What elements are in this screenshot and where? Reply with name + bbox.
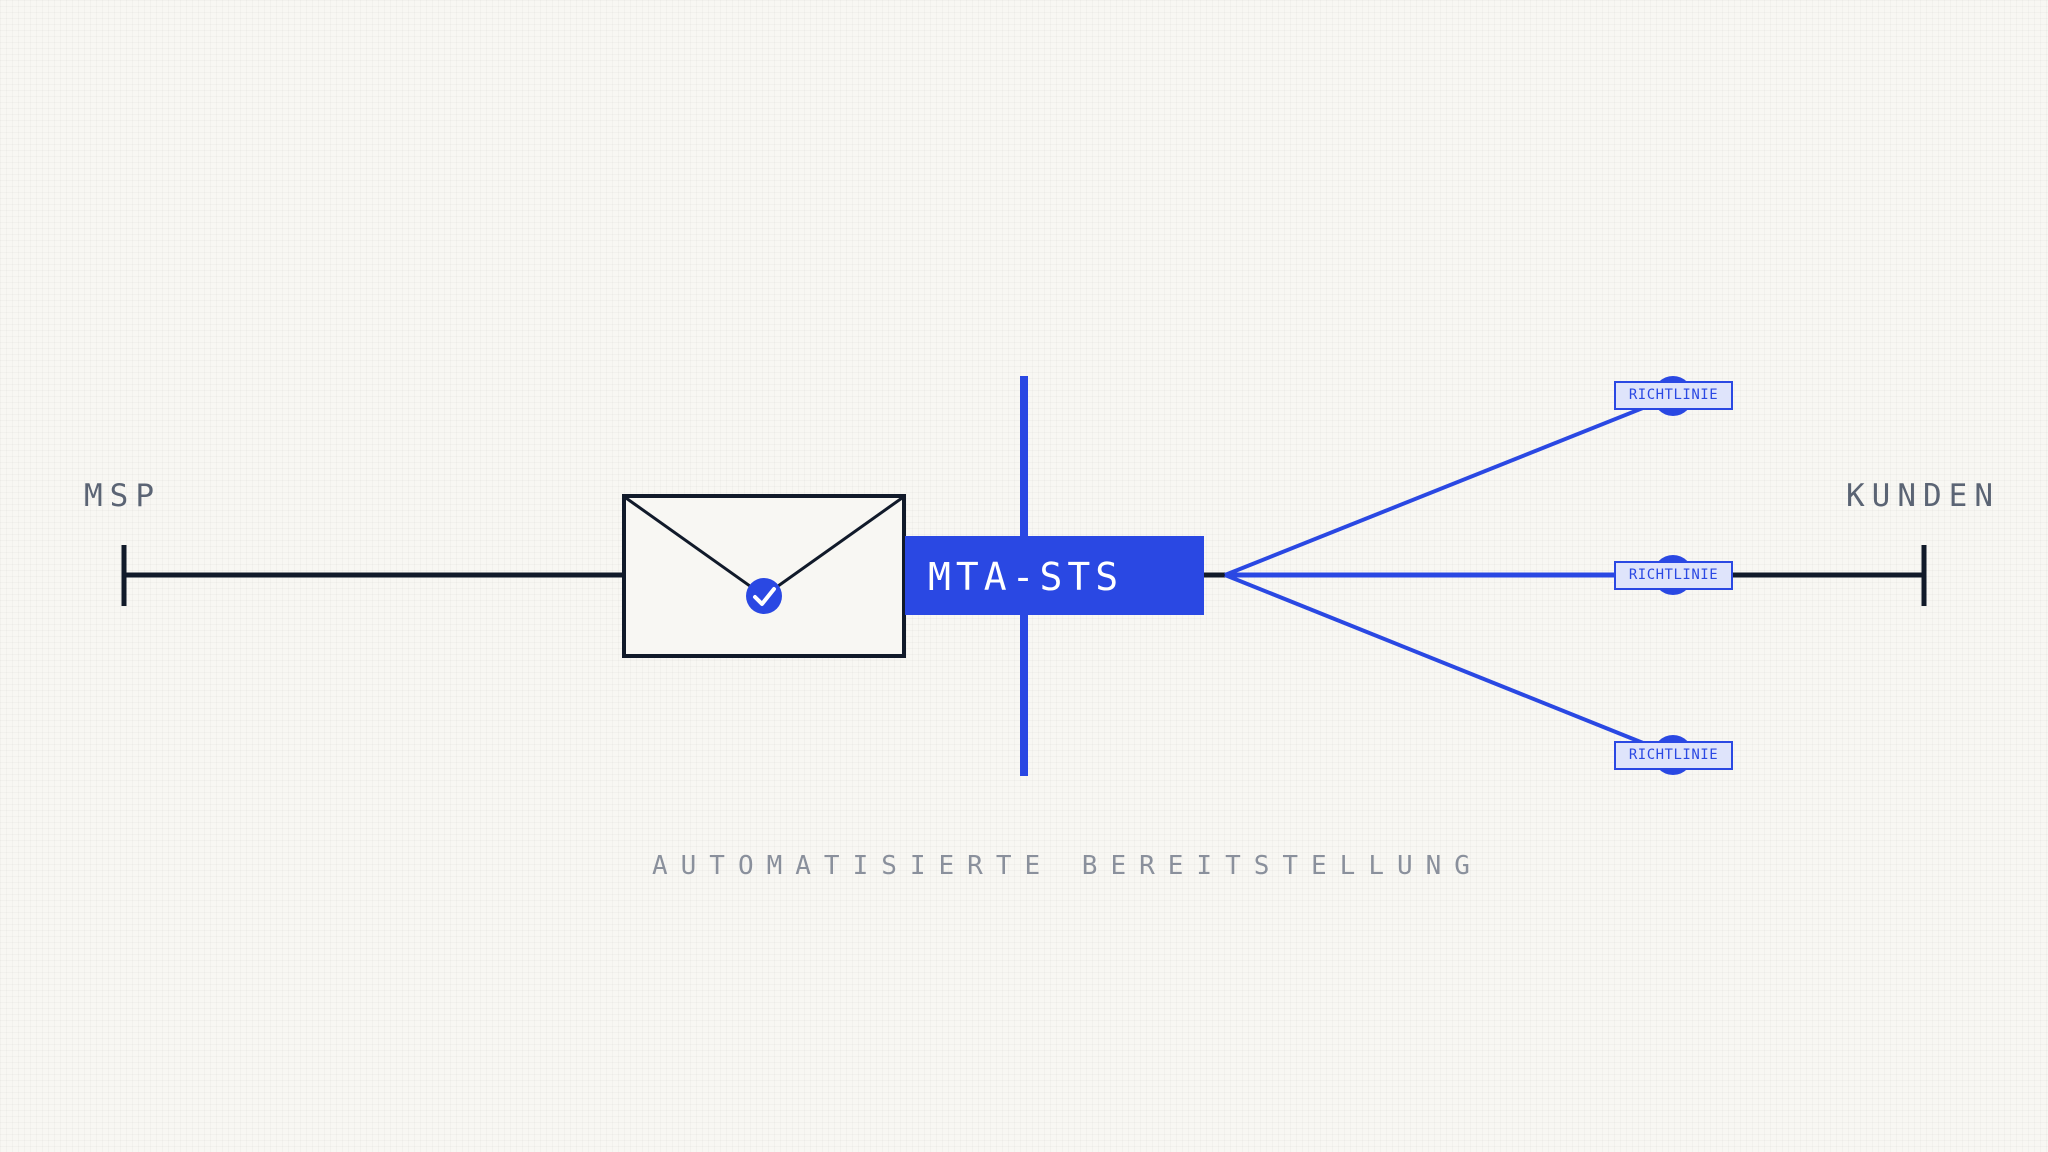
policy-tag-bottom: RICHTLINIE — [1614, 741, 1733, 770]
kunden-label: KUNDEN — [1846, 478, 2000, 514]
check-badge-icon — [746, 578, 782, 614]
fan-connector-top — [1224, 394, 1674, 577]
mta-sts-label: MTA-STS — [928, 555, 1124, 599]
policy-tag-top: RICHTLINIE — [1614, 381, 1733, 410]
msp-label: MSP — [84, 478, 161, 514]
caption: AUTOMATISIERTE BEREITSTELLUNG — [652, 851, 1483, 881]
envelope-icon — [622, 494, 906, 658]
fan-connector-bottom — [1224, 573, 1674, 757]
policy-tag-middle: RICHTLINIE — [1614, 561, 1733, 590]
mta-sts-box — [905, 536, 1204, 615]
